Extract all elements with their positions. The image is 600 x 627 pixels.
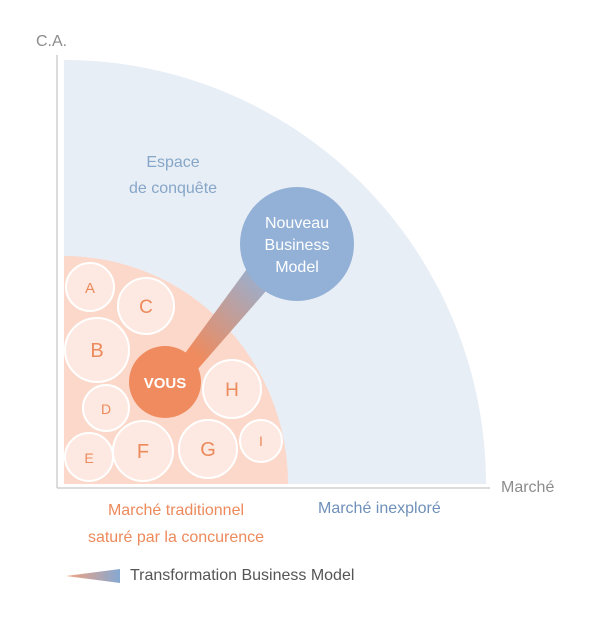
new-model-line1: Nouveau: [265, 215, 329, 232]
legend-wedge-icon: [66, 569, 120, 583]
competitor-c-bubble: C: [117, 277, 175, 335]
conquest-space-line2: de conquête: [128, 180, 218, 197]
competitor-e-bubble: E: [64, 432, 114, 482]
traditional-market-label: Marché traditionnel saturé par la concur…: [60, 497, 292, 551]
transformation-beam: [183, 262, 273, 370]
you-label: VOUS: [144, 375, 187, 392]
new-business-model-bubble: Nouveau Business Model: [240, 187, 354, 301]
competitor-b-label: B: [90, 340, 103, 362]
competitor-e-label: E: [84, 450, 93, 466]
y-axis-label: C.A.: [36, 33, 68, 50]
traditional-market-line1: Marché traditionnel: [107, 502, 245, 519]
competitor-c-label: C: [139, 297, 153, 318]
competitor-d-label: D: [101, 401, 111, 417]
competitor-f-bubble: F: [112, 420, 174, 482]
competitor-g-bubble: G: [178, 419, 238, 479]
competitor-i-label: I: [259, 433, 263, 449]
competitor-b-bubble: B: [64, 317, 130, 383]
competitor-d-bubble: D: [82, 384, 130, 432]
competitor-a-label: A: [85, 280, 95, 297]
legend-label: Transformation Business Model: [130, 567, 355, 584]
conquest-space-line1: Espace: [146, 154, 200, 171]
new-model-line3: Model: [275, 259, 319, 276]
you-bubble: VOUS: [129, 346, 201, 418]
competitor-a-bubble: A: [65, 262, 115, 312]
competitor-g-label: G: [200, 439, 216, 461]
unexplored-market-label: Marché inexploré: [318, 500, 441, 517]
x-axis-label: Marché: [501, 479, 555, 496]
competitor-h-label: H: [225, 380, 239, 401]
conquest-space-label: Espace de conquête: [93, 150, 253, 202]
competitor-h-bubble: H: [202, 359, 262, 419]
new-model-line2: Business: [265, 237, 330, 254]
competitor-i-bubble: I: [239, 419, 283, 463]
competitor-f-label: F: [137, 441, 149, 463]
traditional-market-line2: saturé par la concurence: [87, 529, 265, 546]
